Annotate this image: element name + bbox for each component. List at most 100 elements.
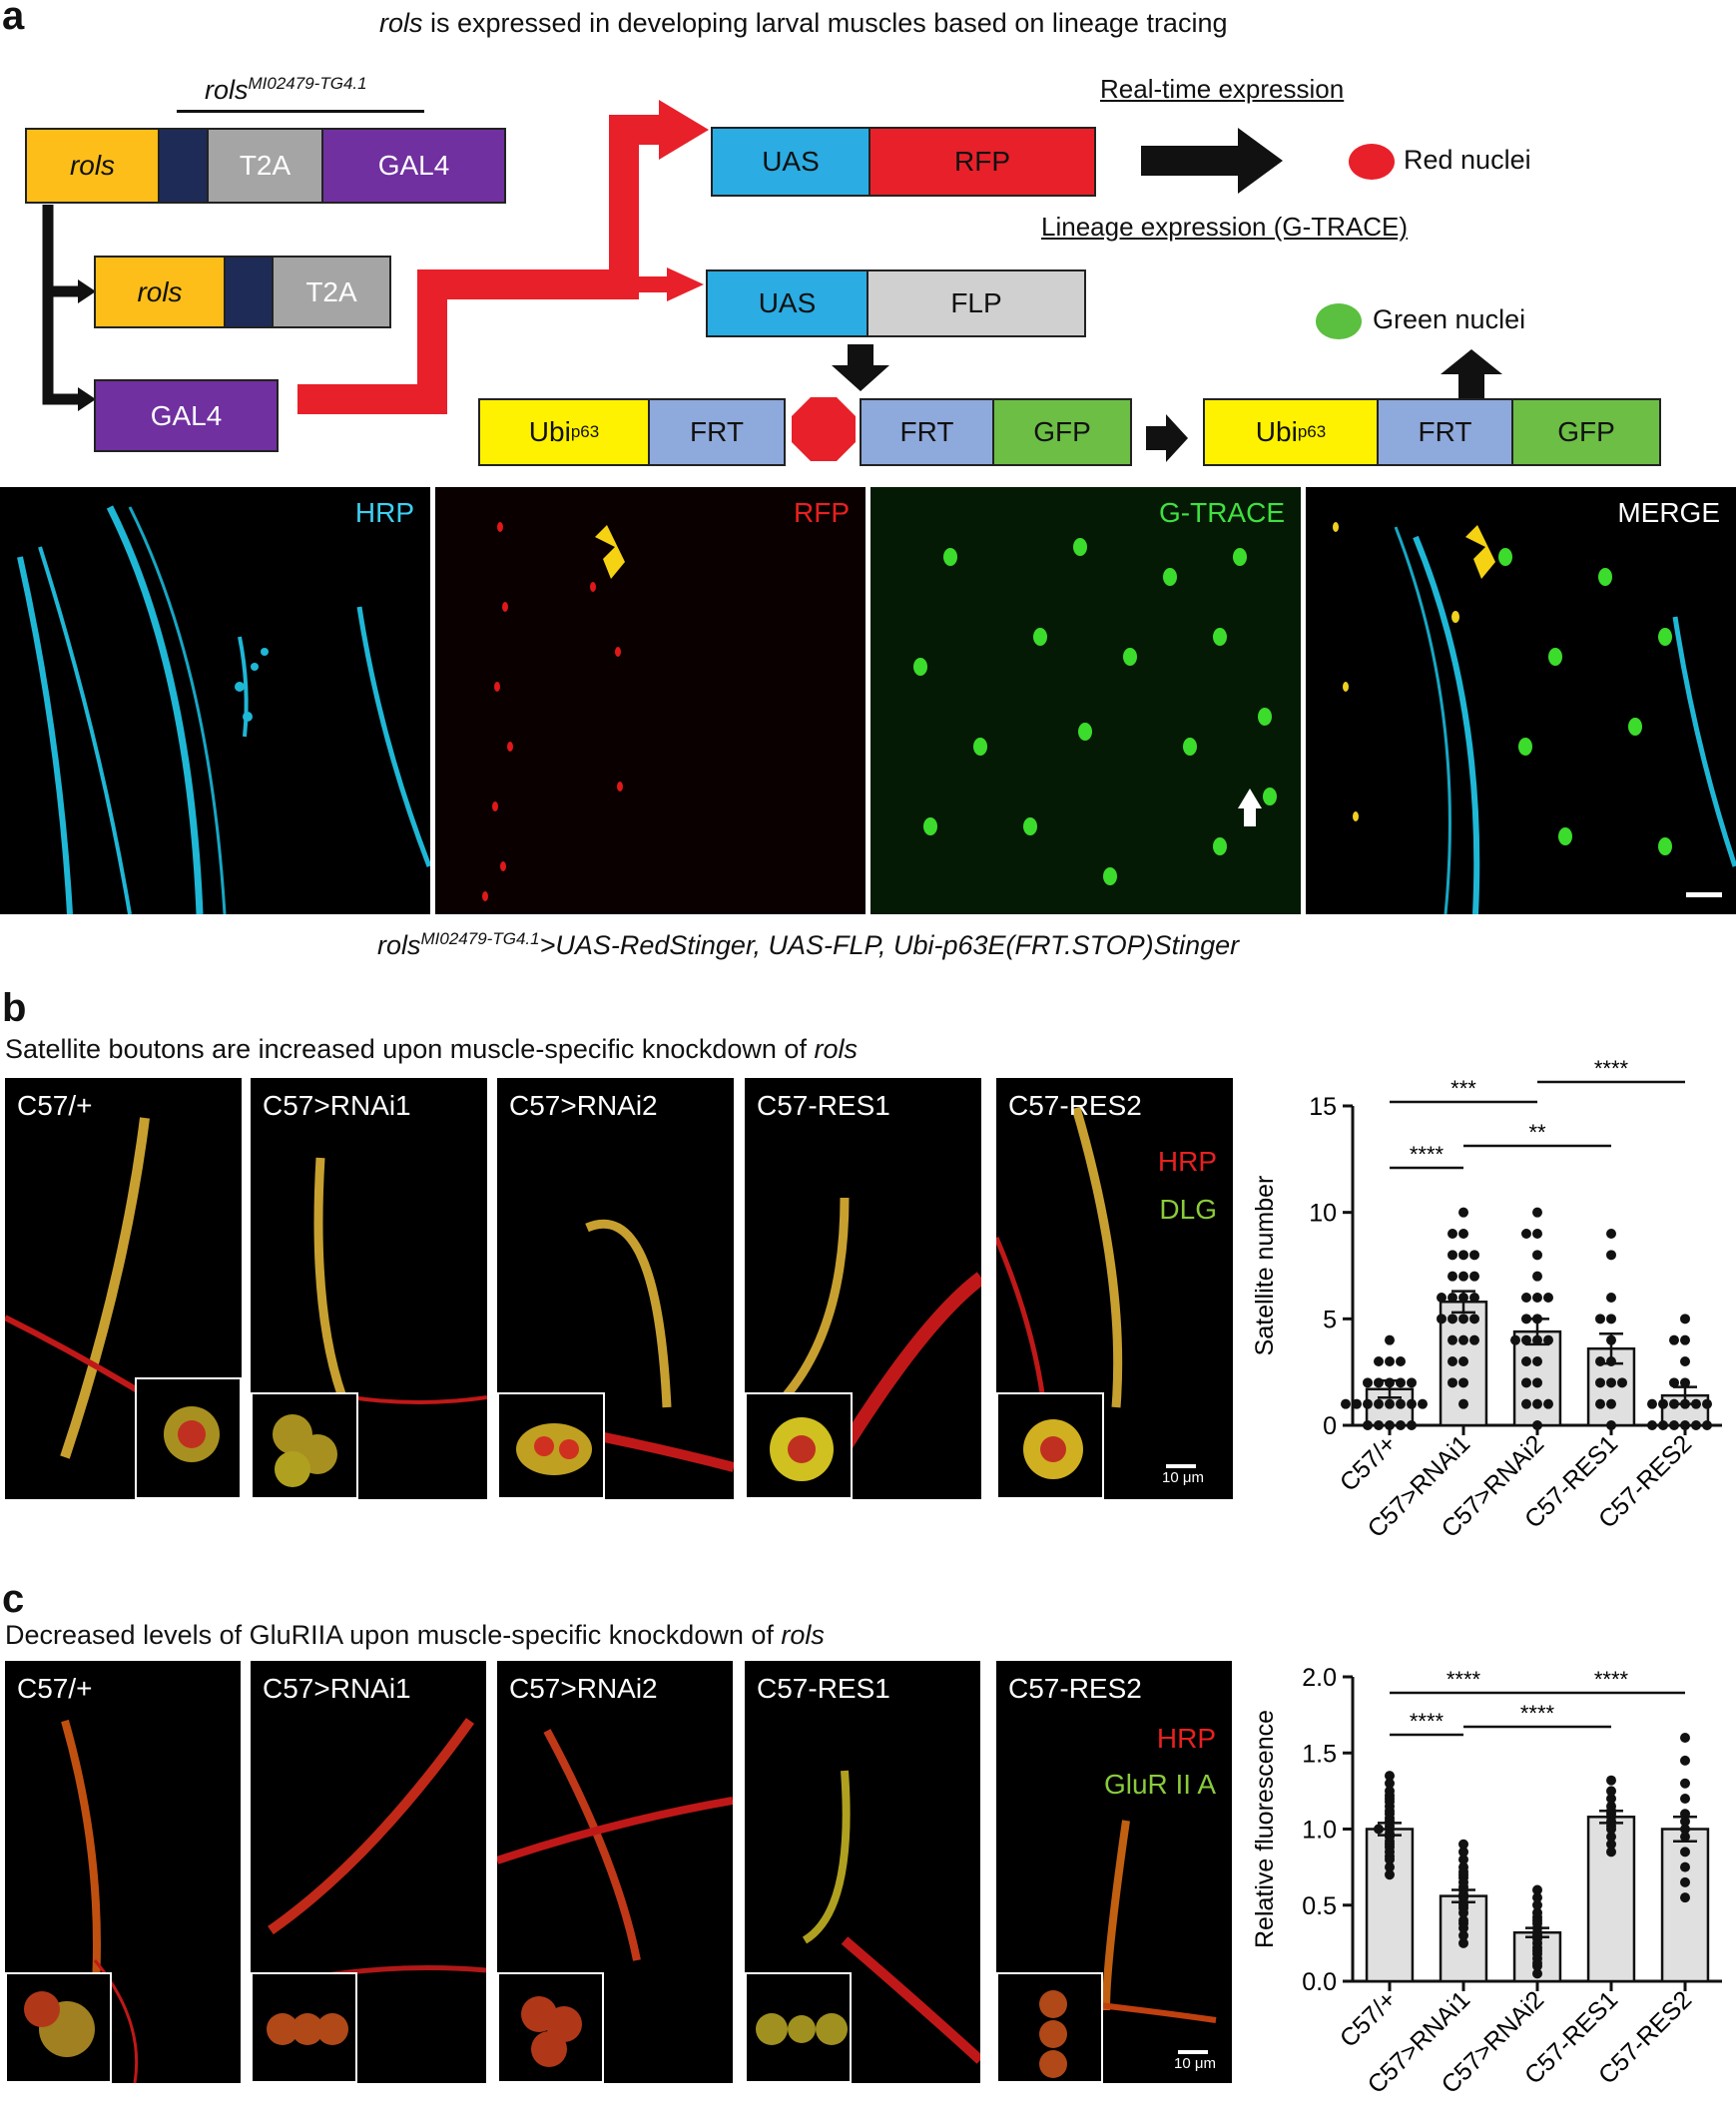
data-point: [1532, 1229, 1542, 1239]
significance-label: ****: [1520, 1701, 1555, 1726]
y-tick-label: 0: [1323, 1412, 1337, 1440]
data-point: [1396, 1420, 1406, 1430]
data-point: [1532, 1907, 1542, 1918]
significance-label: ****: [1410, 1142, 1445, 1167]
data-point: [1669, 1377, 1679, 1388]
c-stain-glur: GluR II A: [1103, 1769, 1216, 1800]
micrograph-merge: MERGE: [1306, 487, 1736, 914]
data-point: [1458, 1271, 1468, 1282]
micrograph-rfp: RFP: [435, 487, 866, 914]
data-point: [1606, 1314, 1616, 1325]
data-point: [1606, 1801, 1616, 1812]
data-point: [1510, 1334, 1520, 1345]
data-point: [1458, 1377, 1468, 1388]
data-point: [1680, 1755, 1690, 1766]
c-micro-2: C57>RNAi1: [251, 1661, 486, 2083]
red-nuclei-label: Red nuclei: [1404, 145, 1531, 175]
data-point: [1437, 1293, 1447, 1303]
data-point: [1617, 1377, 1627, 1388]
data-point: [1385, 1869, 1395, 1880]
data-point: [1385, 1771, 1395, 1782]
box-flp: FLP: [867, 269, 1086, 337]
b-genotype-1: C57/+: [17, 1090, 93, 1121]
box-rfp: RFP: [868, 127, 1096, 197]
data-point: [1606, 1832, 1616, 1843]
c-genotype-5: C57-RES2: [1008, 1673, 1142, 1704]
micrograph-gtrace: G-TRACE: [870, 487, 1301, 914]
y-tick-label: 2.0: [1302, 1664, 1337, 1692]
data-point: [1606, 1775, 1616, 1786]
c-scale-label: 10 μm: [1174, 2055, 1216, 2072]
data-point: [1447, 1250, 1457, 1261]
data-point: [1606, 1293, 1616, 1303]
data-point: [1447, 1271, 1457, 1282]
c-scale-bar: [1178, 2050, 1208, 2054]
data-point: [1407, 1377, 1417, 1388]
data-point: [1521, 1334, 1531, 1345]
x-tick-label: C57/+: [1335, 1429, 1402, 1496]
data-point: [1521, 1229, 1531, 1239]
c-micro-5: C57-RES2 HRP GluR II A 10 μm: [996, 1661, 1232, 2083]
data-point: [1532, 1899, 1542, 1910]
panel-a-label: a: [2, 0, 25, 38]
data-point: [1407, 1398, 1417, 1409]
panel-c-label: c: [2, 1577, 25, 1621]
box-gal4-2: GAL4: [94, 379, 279, 452]
data-point: [1447, 1314, 1457, 1325]
data-point: [1447, 1356, 1457, 1366]
data-point: [1680, 1861, 1690, 1872]
significance-label: ****: [1594, 1667, 1629, 1692]
data-point: [1691, 1420, 1701, 1430]
data-point: [1595, 1398, 1605, 1409]
y-tick-label: 1.5: [1302, 1740, 1337, 1768]
c-genotype-4: C57-RES1: [757, 1673, 890, 1704]
data-point: [1458, 1855, 1468, 1864]
data-point: [1458, 1207, 1468, 1218]
data-point: [1458, 1937, 1468, 1948]
data-point: [1606, 1250, 1616, 1261]
b-genotype-4: C57-RES1: [757, 1090, 890, 1121]
data-point: [1458, 1839, 1468, 1850]
construct-name: rolsMI02479-TG4.1: [205, 74, 367, 105]
data-point: [1532, 1398, 1542, 1409]
b-stain-dlg: DLG: [1159, 1194, 1217, 1225]
data-point: [1680, 1876, 1690, 1887]
data-point: [1606, 1794, 1616, 1804]
b-scale-label: 10 μm: [1162, 1469, 1204, 1486]
data-point: [1680, 1794, 1690, 1804]
realtime-label: Real-time expression: [1100, 74, 1345, 104]
panel-c-title: Decreased levels of GluRIIA upon muscle-…: [5, 1620, 825, 1650]
data-point: [1447, 1334, 1457, 1345]
c-micro-4: C57-RES1: [745, 1661, 980, 2083]
data-point: [1532, 1271, 1542, 1282]
diagram-arrows: [42, 100, 1502, 462]
data-point: [1669, 1334, 1679, 1345]
box-rols-2: rols: [94, 256, 226, 328]
data-point: [1658, 1398, 1668, 1409]
micrograph-hrp: HRP: [0, 487, 430, 914]
data-point: [1458, 1250, 1468, 1261]
significance-label: ****: [1410, 1709, 1445, 1734]
data-point: [1458, 1930, 1468, 1941]
data-point: [1606, 1847, 1616, 1857]
data-point: [1458, 1314, 1468, 1325]
significance-label: **: [1528, 1120, 1546, 1145]
data-point: [1447, 1377, 1457, 1388]
b-inset-4: [745, 1392, 853, 1499]
channel-merge: MERGE: [1617, 497, 1720, 528]
data-point: [1363, 1420, 1373, 1430]
data-point: [1385, 1861, 1395, 1872]
data-point: [1469, 1250, 1479, 1261]
c-genotype-2: C57>RNAi1: [263, 1673, 411, 1704]
data-point: [1532, 1968, 1542, 1979]
b-genotype-2: C57>RNAi1: [263, 1090, 411, 1121]
data-point: [1458, 1334, 1468, 1345]
data-point: [1374, 1356, 1384, 1366]
b-inset-2: [251, 1392, 358, 1499]
data-point: [1385, 1356, 1395, 1366]
data-point: [1374, 1377, 1384, 1388]
title-italic: rols: [379, 8, 423, 38]
data-point: [1407, 1420, 1417, 1430]
